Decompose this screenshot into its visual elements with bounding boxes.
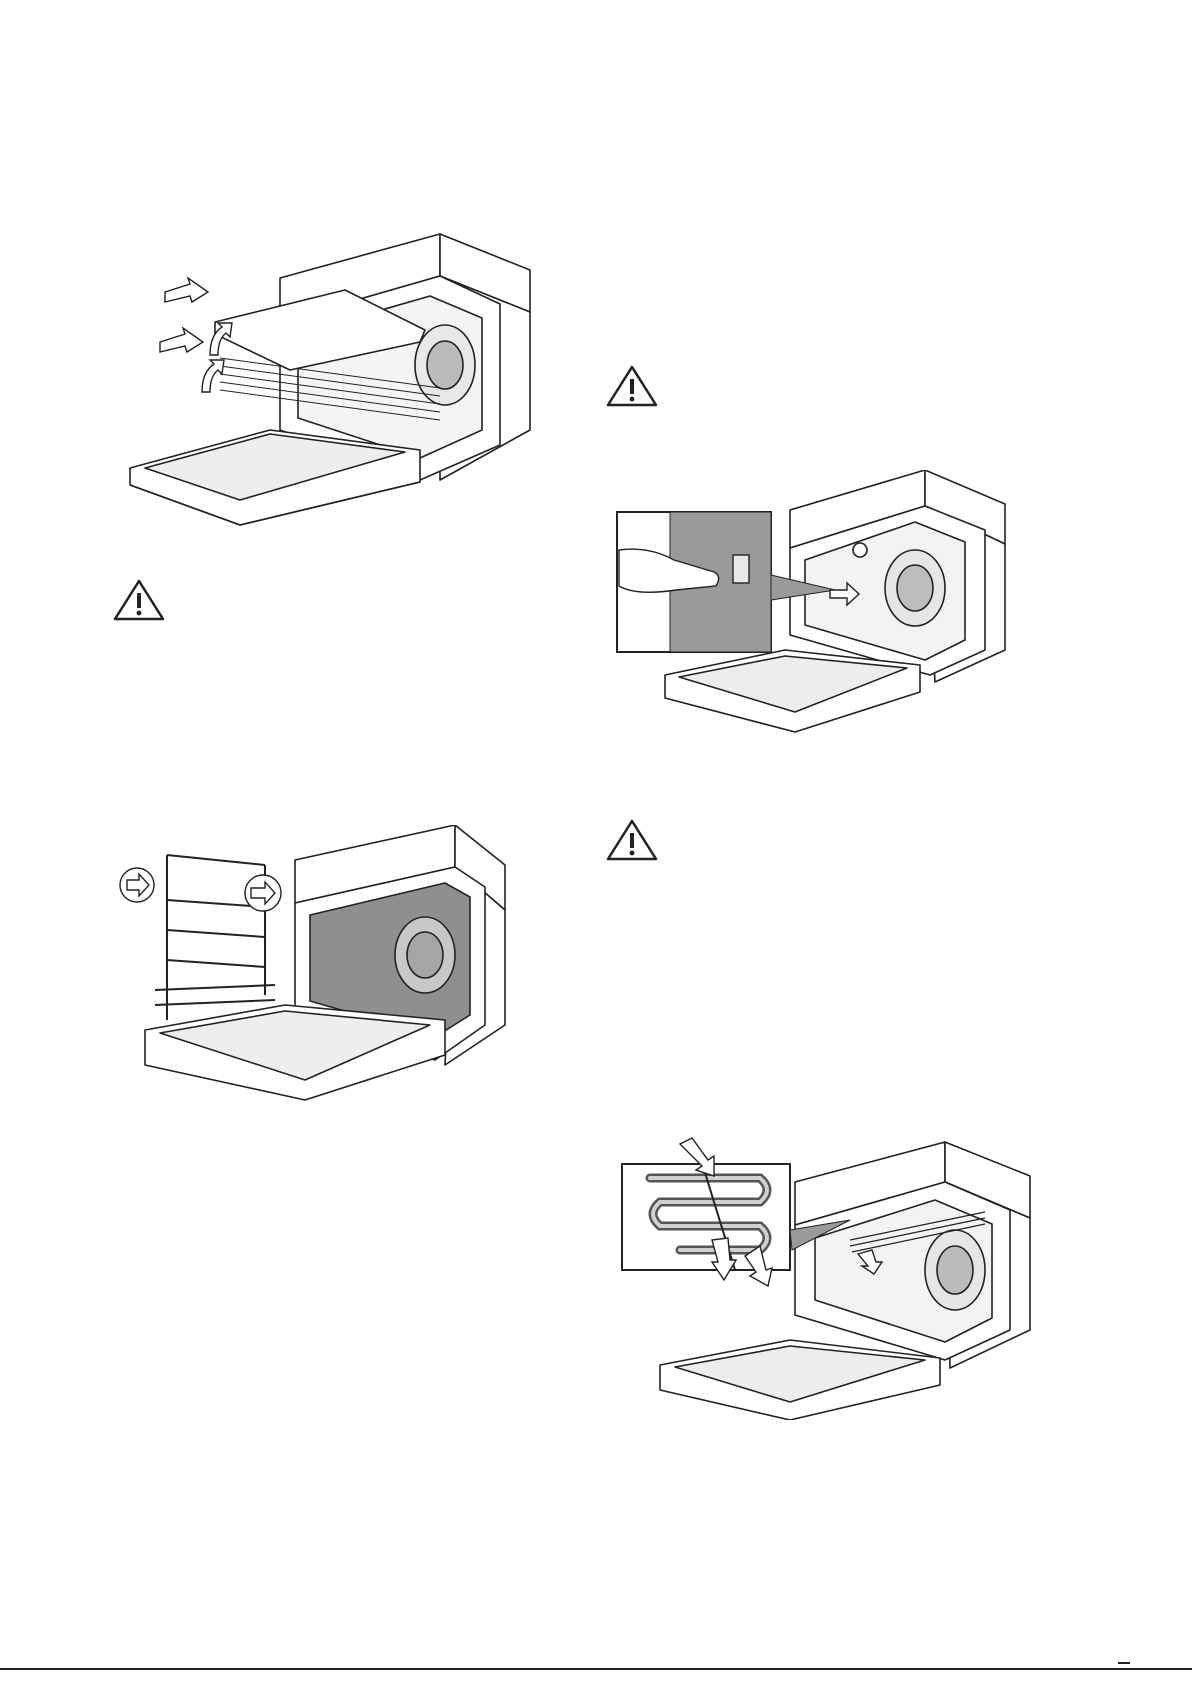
figure-remove-tray-and-grid — [120, 230, 540, 560]
warning-triangle-icon — [605, 818, 659, 862]
oven-lamp-cover-illustration — [615, 470, 1035, 750]
oven-side-rack-removal-illustration — [115, 825, 515, 1125]
warning-triangle-icon — [605, 364, 659, 408]
footer-rule — [0, 1668, 1192, 1670]
footer-tick — [1118, 1662, 1130, 1664]
warning-triangle-icon — [112, 578, 166, 622]
figure-lower-heating-element — [620, 1120, 1040, 1420]
oven-tray-removal-illustration — [120, 230, 540, 560]
figure-remove-side-rack — [115, 825, 515, 1125]
figure-remove-lamp-cover — [615, 470, 1035, 750]
oven-heating-element-illustration — [620, 1120, 1040, 1420]
